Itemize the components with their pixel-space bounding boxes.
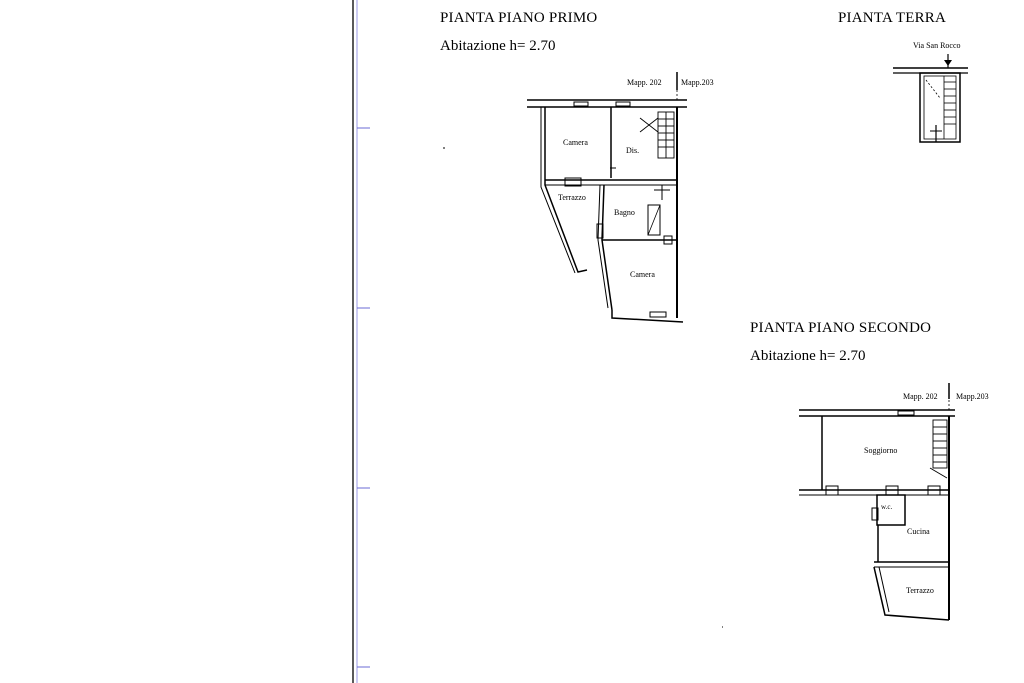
room-label-cucina: Cucina xyxy=(907,527,930,536)
room-label-camera-2: Camera xyxy=(630,270,655,279)
plan-primo-title: PIANTA PIANO PRIMO xyxy=(440,10,598,26)
plan-primo-height: Abitazione h= 2.70 xyxy=(440,38,556,54)
plan-primo xyxy=(443,72,687,323)
room-label-camera-1: Camera xyxy=(563,138,588,147)
plan-secondo-height: Abitazione h= 2.70 xyxy=(750,348,866,364)
plan-primo-mapp-left: Mapp. 202 xyxy=(627,78,662,87)
plan-terra xyxy=(893,54,968,143)
margin-rule xyxy=(352,0,370,683)
room-label-wc: w.c. xyxy=(881,503,893,511)
plan-primo-mapp-right: Mapp.203 xyxy=(681,78,714,87)
plan-secondo xyxy=(722,383,955,628)
room-label-dis: Dis. xyxy=(626,146,640,155)
plan-terra-title: PIANTA TERRA xyxy=(838,10,947,26)
plan-secondo-mapp-right: Mapp.203 xyxy=(956,392,989,401)
room-label-terrazzo-secondo: Terrazzo xyxy=(906,586,934,595)
room-label-terrazzo-primo: Terrazzo xyxy=(558,193,586,202)
room-label-bagno: Bagno xyxy=(614,208,635,217)
street-label: Via San Rocco xyxy=(913,41,961,50)
room-label-soggiorno: Soggiorno xyxy=(864,446,898,455)
plan-secondo-title: PIANTA PIANO SECONDO xyxy=(750,320,932,336)
plan-secondo-mapp-left: Mapp. 202 xyxy=(903,392,938,401)
